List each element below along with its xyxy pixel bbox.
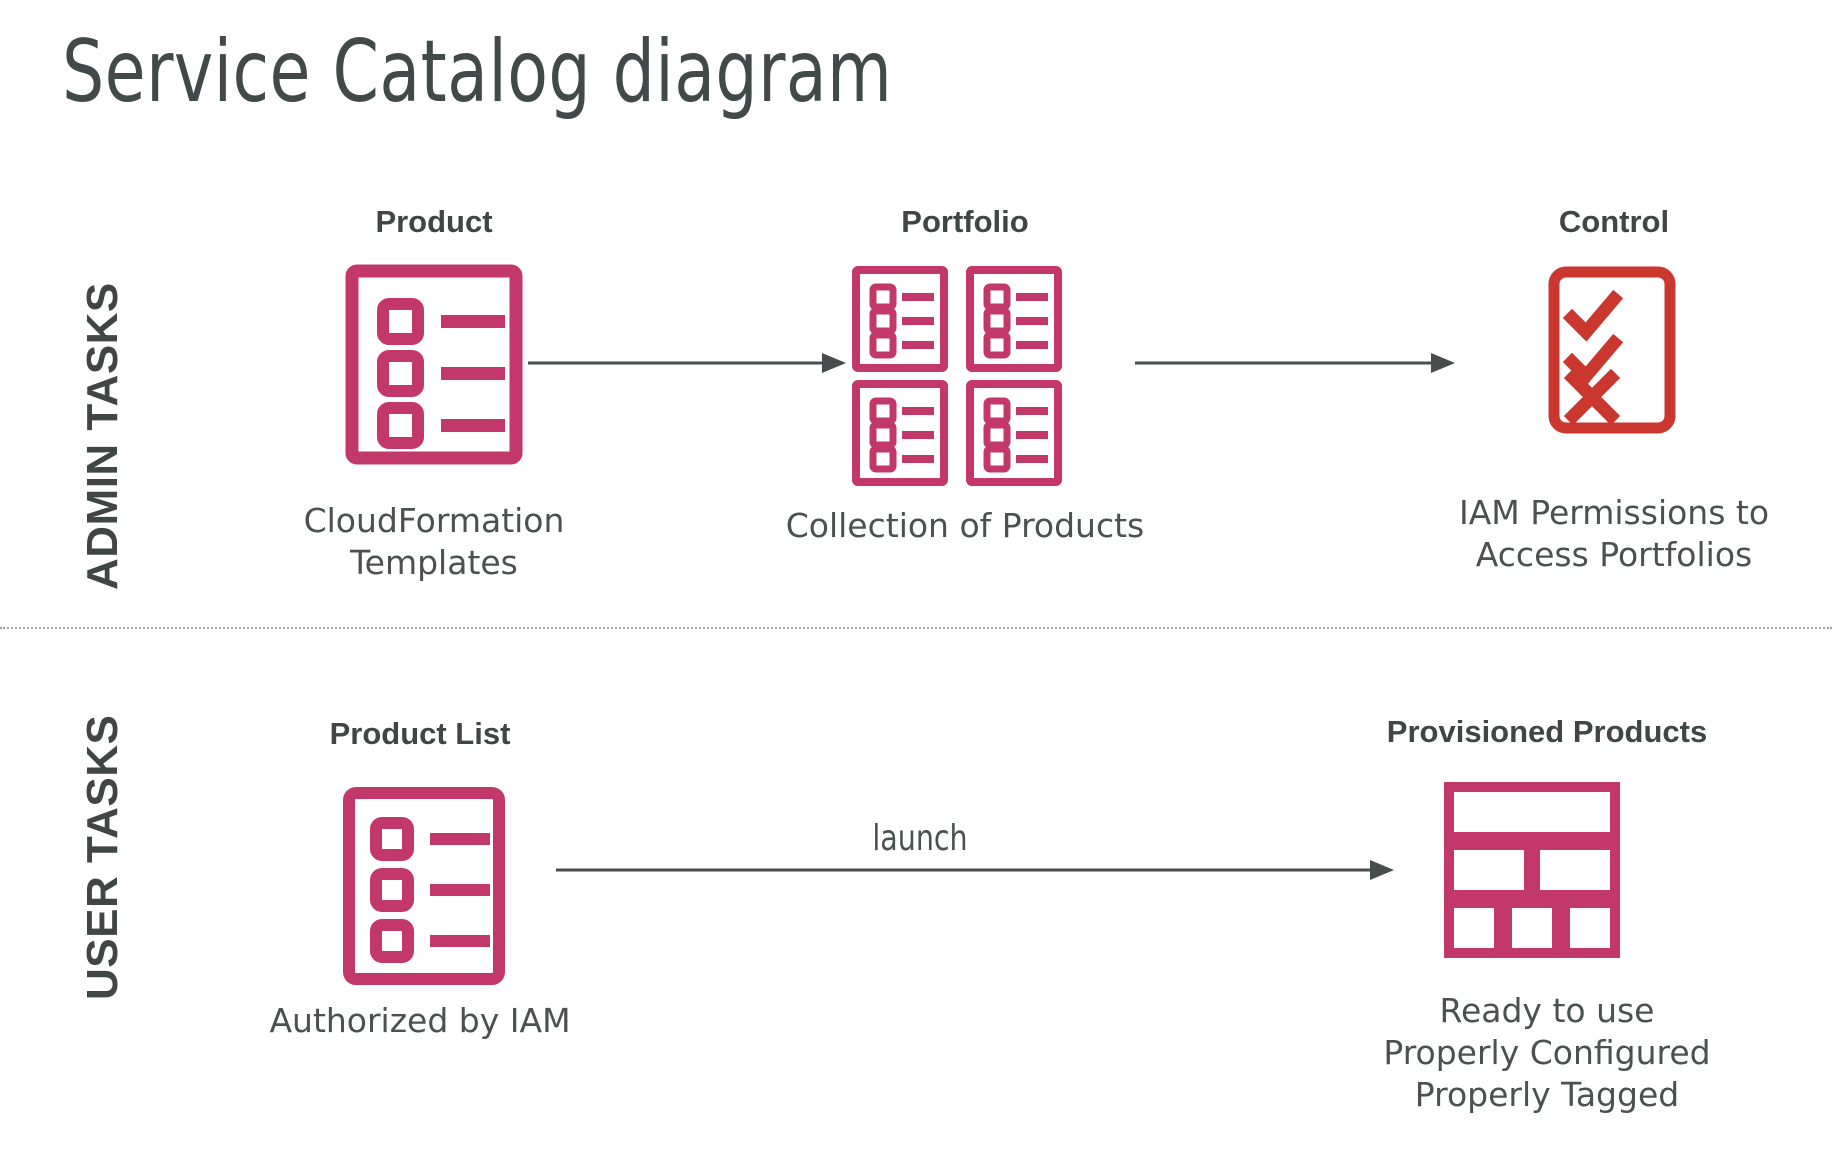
node-caption-portfolio: Collection of Products	[786, 505, 1145, 547]
node-heading-product-list: Product List	[329, 716, 511, 751]
page-title: Service Catalog diagram	[62, 22, 893, 122]
product-document-icon	[345, 264, 523, 465]
node-heading-control: Control	[1558, 204, 1670, 239]
portfolio-grid-icon	[852, 266, 1074, 486]
connector-label-launch: launch	[872, 818, 968, 859]
node-caption-product: CloudFormation Templates	[304, 500, 565, 584]
caption-line: Properly Configured	[1383, 1033, 1711, 1073]
caption-line: Collection of Products	[785, 506, 1145, 545]
section-divider	[0, 627, 1832, 629]
caption-line: Access Portfolios	[1475, 535, 1753, 575]
node-heading-portfolio: Portfolio	[901, 204, 1029, 239]
connector-arrow-launch	[556, 855, 1396, 885]
caption-line: Properly Tagged	[1414, 1075, 1680, 1115]
caption-line: Authorized by IAM	[269, 1001, 571, 1040]
section-label-admin-tasks: ADMIN TASKS	[78, 282, 127, 590]
section-label-user-tasks: USER TASKS	[78, 714, 127, 1000]
control-checklist-icon	[1548, 266, 1676, 434]
node-caption-control: IAM Permissions to Access Portfolios	[1459, 492, 1769, 576]
node-heading-product: Product	[375, 204, 493, 239]
node-caption-provisioned-products: Ready to use Properly Configured Properl…	[1383, 990, 1710, 1117]
connector-arrow-product-to-portfolio	[528, 348, 848, 378]
node-heading-provisioned-products: Provisioned Products	[1386, 714, 1708, 749]
caption-line: IAM Permissions to	[1458, 493, 1770, 532]
caption-line: Ready to use	[1439, 991, 1655, 1030]
caption-line: Templates	[350, 543, 518, 583]
node-caption-product-list: Authorized by IAM	[269, 1000, 570, 1042]
caption-line: CloudFormation	[303, 501, 565, 540]
connector-arrow-portfolio-to-control	[1135, 348, 1457, 378]
product-list-icon	[342, 786, 506, 986]
provisioned-blocks-icon	[1444, 782, 1620, 962]
